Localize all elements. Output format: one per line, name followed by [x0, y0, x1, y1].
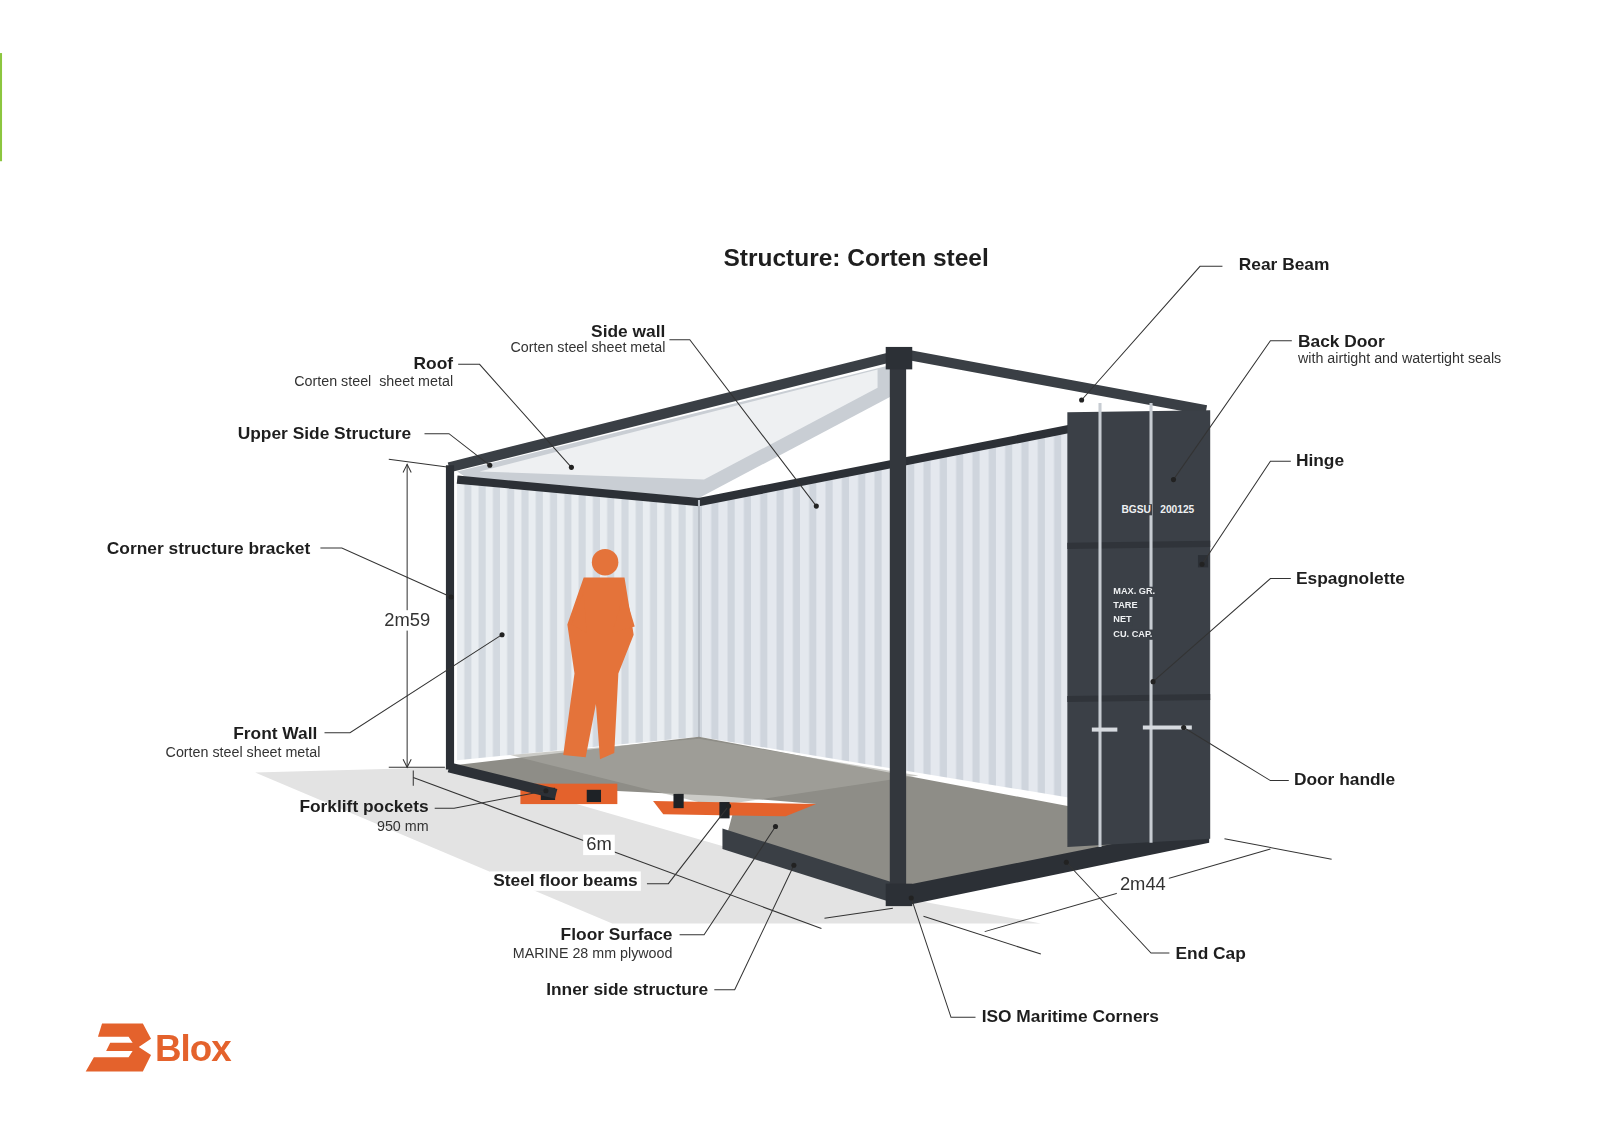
brand-logo: Blox	[155, 1029, 231, 1069]
part-label: Steel floor beams	[490, 871, 641, 890]
part-note: Corten steel sheet metal	[166, 745, 321, 761]
door-marking: 200125	[1159, 504, 1195, 515]
part-label: Side wall	[591, 322, 665, 341]
part-label: Floor Surface	[561, 926, 673, 945]
door-marking: BGSU	[1120, 504, 1152, 515]
part-label: ISO Maritime Corners	[982, 1008, 1159, 1027]
diagram-title: Structure: Corten steel	[723, 245, 988, 272]
door-marking: NET	[1112, 615, 1132, 625]
part-label: End Cap	[1176, 945, 1246, 964]
part-label: Forklift pockets	[299, 798, 428, 817]
part-note: with airtight and watertight seals	[1298, 351, 1501, 367]
part-note: Corten steel sheet metal	[510, 340, 665, 356]
part-label: Front Wall	[233, 724, 317, 743]
door-marking: TARE	[1112, 601, 1138, 611]
part-label: Inner side structure	[546, 981, 708, 1000]
dimension-label: 6m	[583, 835, 615, 855]
dimension-label: 2m44	[1117, 874, 1169, 894]
part-label: Upper Side Structure	[238, 424, 412, 443]
part-label: Back Door	[1298, 333, 1385, 352]
part-label: Rear Beam	[1239, 256, 1330, 275]
part-note: Corten steel sheet metal	[294, 373, 453, 389]
part-label: Roof	[414, 355, 454, 374]
part-label: Corner structure bracket	[107, 540, 310, 559]
part-label: Door handle	[1294, 770, 1395, 789]
part-label: Hinge	[1296, 452, 1344, 471]
part-label: Espagnolette	[1296, 569, 1405, 588]
part-note: MARINE 28 mm plywood	[513, 946, 673, 962]
door-marking: MAX. GR.	[1112, 587, 1156, 597]
dimension-label: 2m59	[381, 610, 433, 630]
part-note: 950 mm	[377, 818, 429, 834]
door-marking: CU. CAP.	[1112, 630, 1153, 640]
